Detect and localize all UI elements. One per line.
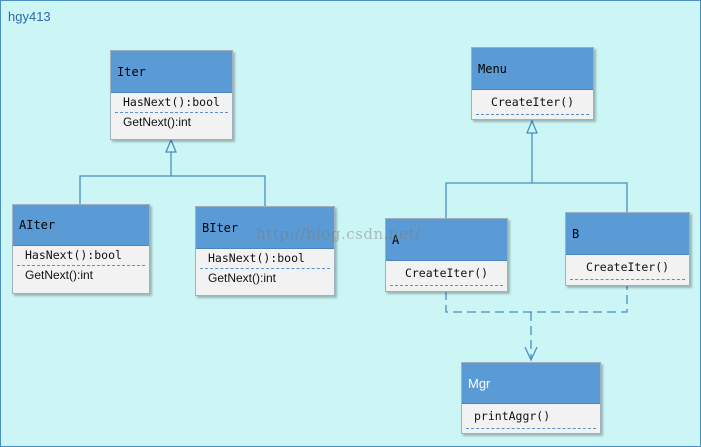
class-b[interactable]: B CreateIter() (565, 212, 690, 286)
class-aiter-name: AIter (13, 205, 149, 246)
class-menu[interactable]: Menu CreateIter() (471, 47, 594, 120)
inherit-line-a (445, 182, 628, 218)
author-label: hgy413 (8, 9, 51, 24)
dependency-line (445, 286, 628, 313)
class-aiter-method: GetNext():int (25, 268, 94, 282)
class-a-name: A (386, 219, 507, 261)
class-iter-name: Iter (111, 51, 232, 93)
class-menu-name: Menu (472, 48, 593, 90)
class-mgr[interactable]: Mgr printAggr() (461, 362, 601, 434)
inherit-arrow-iter (165, 138, 177, 153)
class-iter-method: HasNext():bool (115, 93, 228, 113)
class-mgr-name: Mgr (462, 363, 600, 404)
class-mgr-method: printAggr() (466, 404, 596, 429)
class-iter-method: GetNext():int (123, 115, 192, 129)
class-biter-name: BIter (196, 207, 334, 249)
class-iter[interactable]: Iter HasNext():bool GetNext():int (110, 50, 233, 140)
class-aiter-method: HasNext():bool (17, 246, 145, 266)
class-menu-method: CreateIter() (476, 90, 589, 115)
class-b-method: CreateIter() (570, 255, 685, 280)
watermark: http://blog.csdn.net/ (256, 225, 421, 243)
class-aiter[interactable]: AIter HasNext():bool GetNext():int (12, 204, 150, 294)
dependency-arrow-mgr (524, 346, 538, 362)
class-a-method: CreateIter() (390, 261, 503, 286)
class-b-name: B (566, 213, 689, 255)
class-biter-method: GetNext():int (208, 271, 277, 285)
class-biter-method: HasNext():bool (200, 249, 330, 269)
class-a[interactable]: A CreateIter() (385, 218, 508, 292)
inherit-line-aiter (79, 175, 266, 206)
inherit-arrow-menu (526, 119, 538, 134)
class-biter[interactable]: BIter HasNext():bool GetNext():int (195, 206, 335, 296)
